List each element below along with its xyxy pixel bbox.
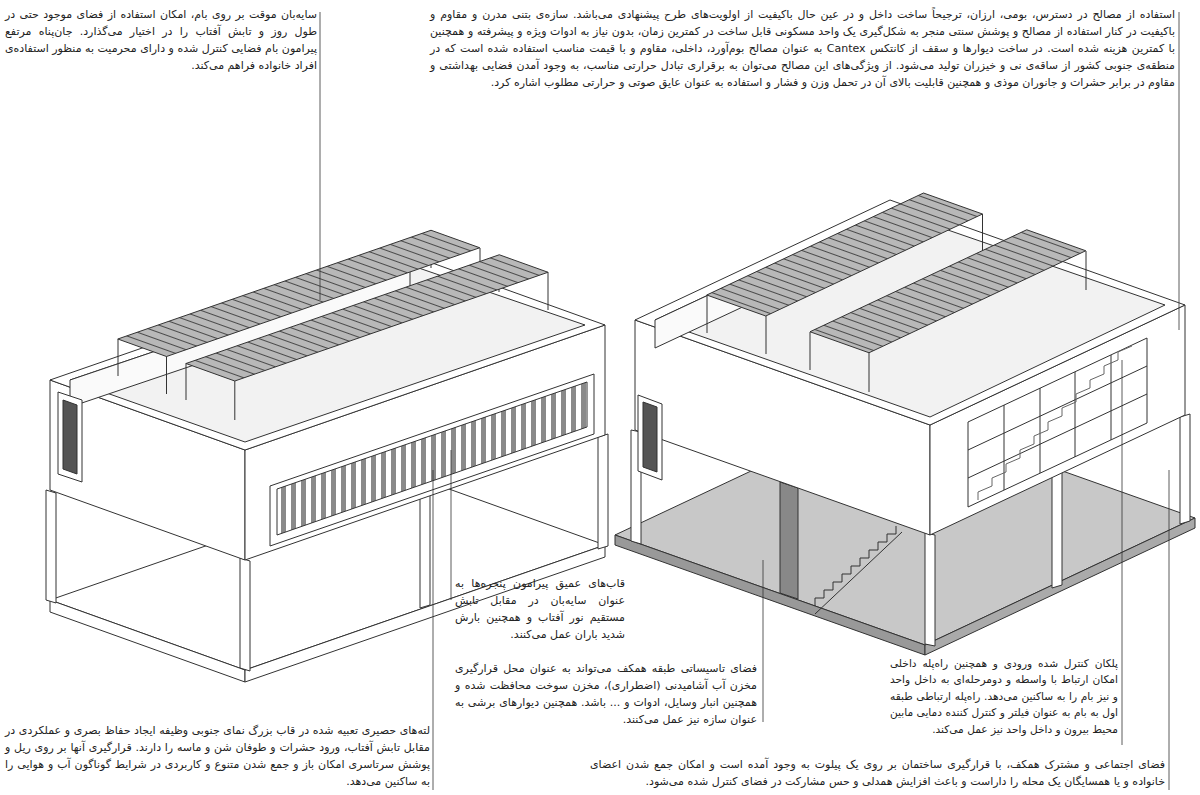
annotation-text: فضای تاسیساتی طبقه همکف می‌تواند به عنوا… xyxy=(455,660,757,728)
annotation-text: لته‌های حصیری تعبیه شده در قاب بزرگ نمای… xyxy=(5,722,430,790)
annotation-text: سایه‌بان موقت بر روی بام، امکان استفاده … xyxy=(5,6,317,74)
annotation-text: فضای اجتماعی و مشترک همکف، با قرارگیری س… xyxy=(590,756,1165,790)
annotation-text: قاب‌های عمیق پیرامون پنجره‌ها به عنوان س… xyxy=(455,575,625,643)
annotation-text: استفاده از مصالح در دسترس، بومی، ارزان، … xyxy=(430,6,1175,91)
annotation-text: پلکان کنترل شده ورودی و همچنین راه‌پله د… xyxy=(890,655,1118,737)
